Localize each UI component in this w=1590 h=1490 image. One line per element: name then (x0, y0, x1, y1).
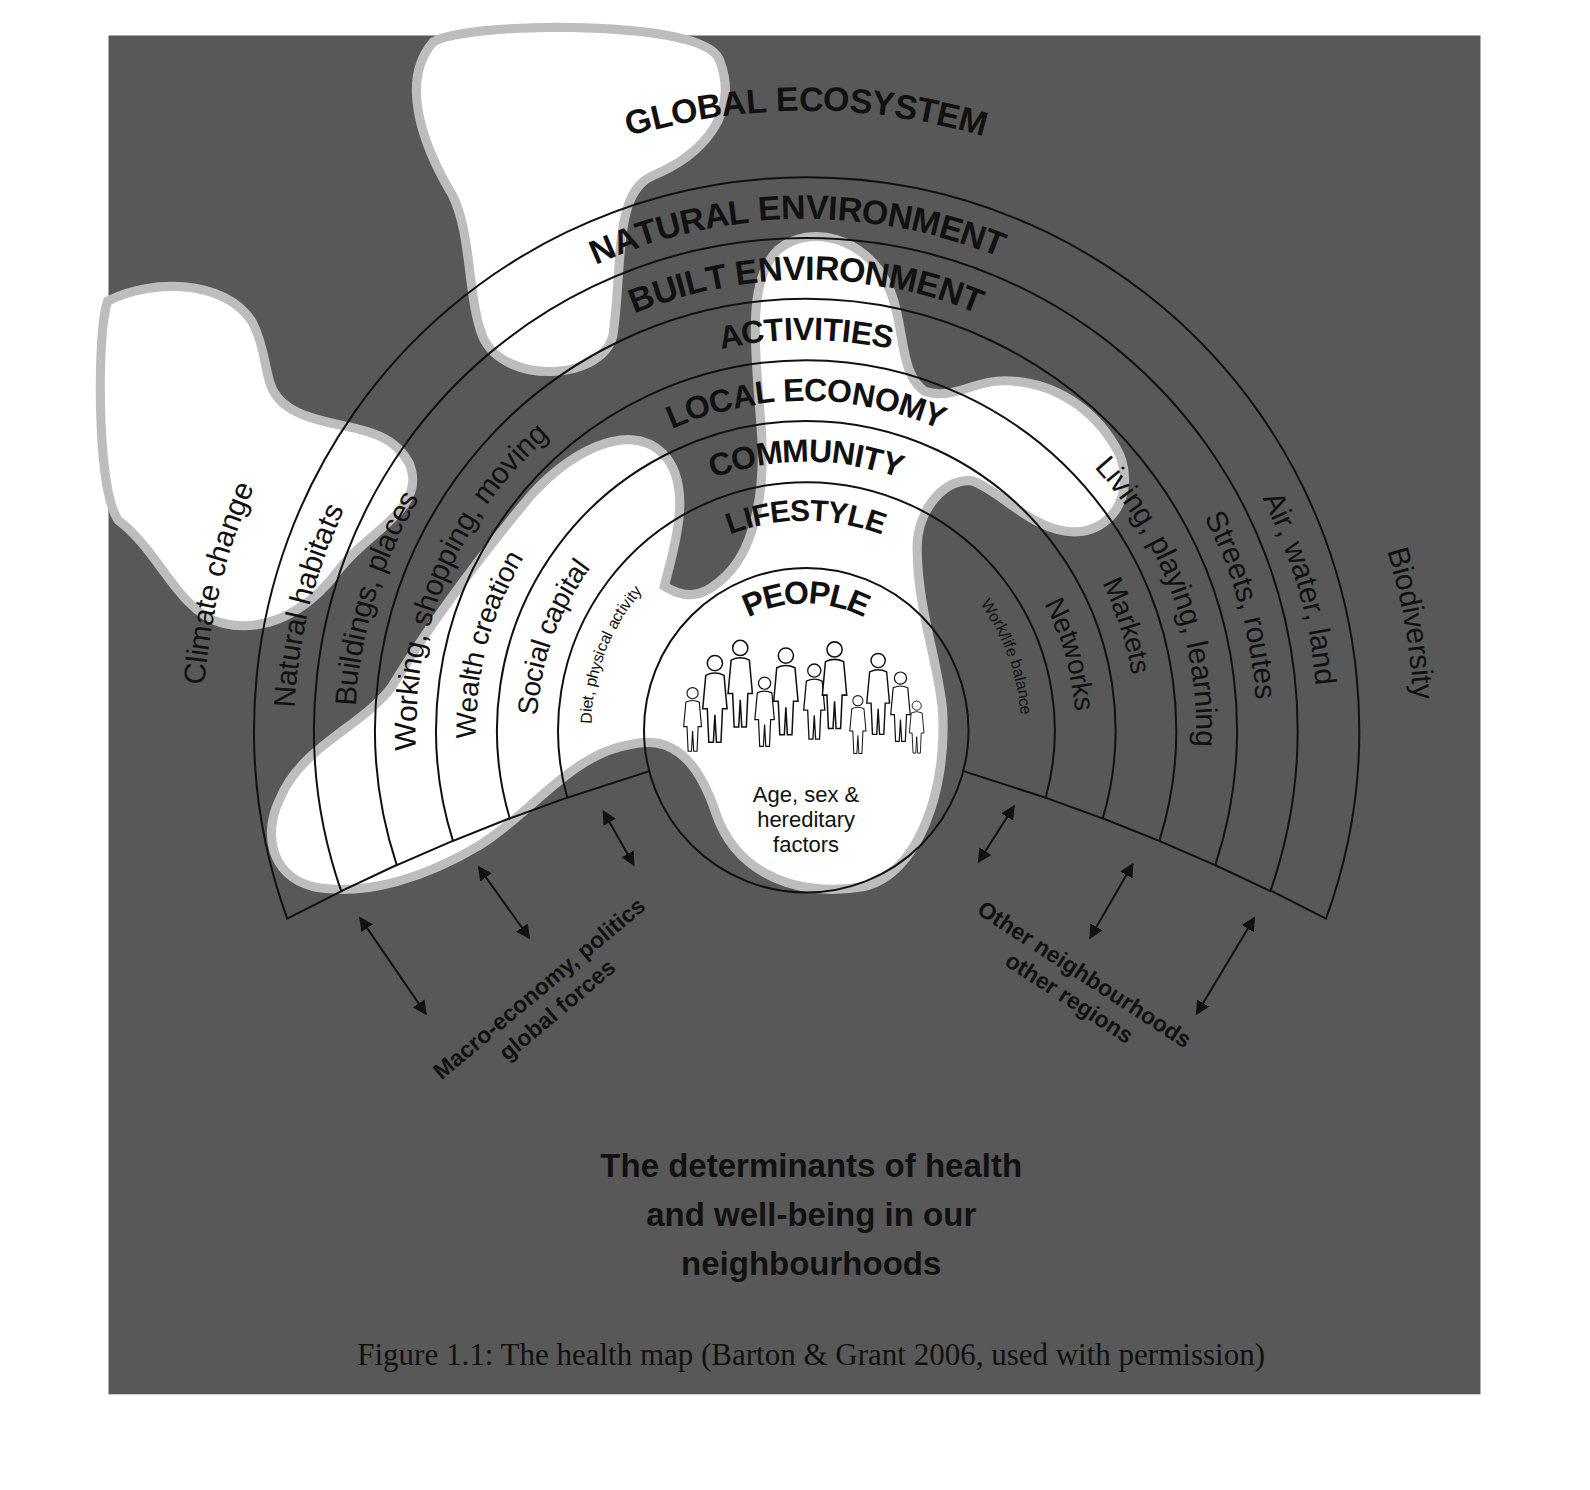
figure-caption: Figure 1.1: The health map (Barton & Gra… (357, 1337, 1265, 1373)
letter: B (329, 685, 363, 707)
diagram-title: The determinants of health and well-bein… (586, 1141, 1036, 1288)
letter: E (768, 494, 792, 529)
ring-heading: GLOBAL ECOSYSTEM (604, 65, 1007, 156)
letter: M (781, 433, 809, 469)
factor-label: Age, sex & hereditary factors (739, 782, 874, 857)
letter: V (782, 250, 806, 288)
grey-ground (109, 35, 1481, 1394)
ring-heading: LIFESTYLE (706, 480, 906, 551)
letter: d (1308, 666, 1343, 686)
circle-line (644, 568, 968, 892)
letter: N (780, 189, 805, 227)
letter: L (726, 192, 751, 231)
letter: n (1190, 713, 1223, 730)
band-line (375, 299, 1237, 865)
letter: U (808, 433, 833, 469)
ring-heading: PEOPLE (721, 561, 891, 635)
letter: S (869, 318, 897, 356)
letter: A (719, 84, 748, 124)
letter: E (782, 373, 805, 409)
letter: E (733, 253, 760, 293)
letter: s (1068, 695, 1100, 712)
letter: e (1016, 705, 1035, 715)
letter: L (744, 82, 768, 121)
factor-label: Diet, physical activity (570, 575, 651, 734)
letter: y (1407, 683, 1441, 700)
letter: S (790, 493, 811, 527)
letter: T (822, 312, 844, 348)
letter: I (805, 250, 815, 287)
letter: R (836, 190, 864, 229)
letter: E (775, 81, 799, 119)
letter: O (822, 81, 850, 119)
letter: S (512, 695, 545, 716)
letter: W (389, 722, 422, 751)
letter: n (1188, 689, 1222, 708)
letter: D (577, 712, 596, 725)
ring-heading: COMMUNITY (688, 419, 924, 497)
letter: o (389, 705, 423, 723)
factor-label: Markets (1087, 562, 1167, 695)
factor-label: Work/life balance (972, 591, 1041, 726)
factor-label: Climate change (165, 461, 271, 704)
letter: C (739, 314, 767, 352)
letter: I (783, 312, 793, 347)
factor-label: Networks (1029, 580, 1112, 731)
letter: g (1190, 730, 1223, 747)
letter: L (753, 374, 777, 411)
letter (765, 81, 776, 118)
band-line (254, 178, 1359, 919)
highlight-halo (105, 32, 1120, 885)
outer-forces-label: Macro-economy, politics global forces (415, 881, 681, 1117)
outer-forces-label: Other neighbourhoods other regions (936, 880, 1218, 1090)
letter: V (793, 312, 815, 347)
letter: M (753, 434, 784, 472)
factor-label: Living, playing, learning (1077, 436, 1236, 769)
letter: N (757, 250, 784, 289)
factor-label: Biodiversity (1370, 528, 1453, 722)
letter: C (804, 373, 828, 409)
highlight-blob (105, 32, 1120, 885)
letter: s (1249, 682, 1283, 700)
letter: R (814, 250, 840, 288)
band-line (497, 421, 1116, 819)
ring-heading: ACTIVITIES (698, 298, 915, 369)
letter: N (268, 685, 302, 709)
letter: E (757, 190, 782, 228)
letter: i (1190, 706, 1223, 714)
letter: O (783, 575, 810, 612)
letter: C (798, 81, 823, 118)
band-line (436, 360, 1176, 841)
band-line (314, 238, 1298, 891)
letter: C (178, 661, 213, 686)
band-line (558, 482, 1055, 798)
letter: e (451, 695, 483, 713)
people-circle: PEOPLEAge, sex & hereditary factors (644, 568, 968, 892)
letter: W (451, 712, 482, 739)
letter: T (763, 312, 785, 348)
people-figures (684, 640, 924, 753)
letter: V (805, 189, 828, 226)
ring-band: NATURAL ENVIRONMENTNatural habitatsAir, … (254, 177, 1359, 1282)
